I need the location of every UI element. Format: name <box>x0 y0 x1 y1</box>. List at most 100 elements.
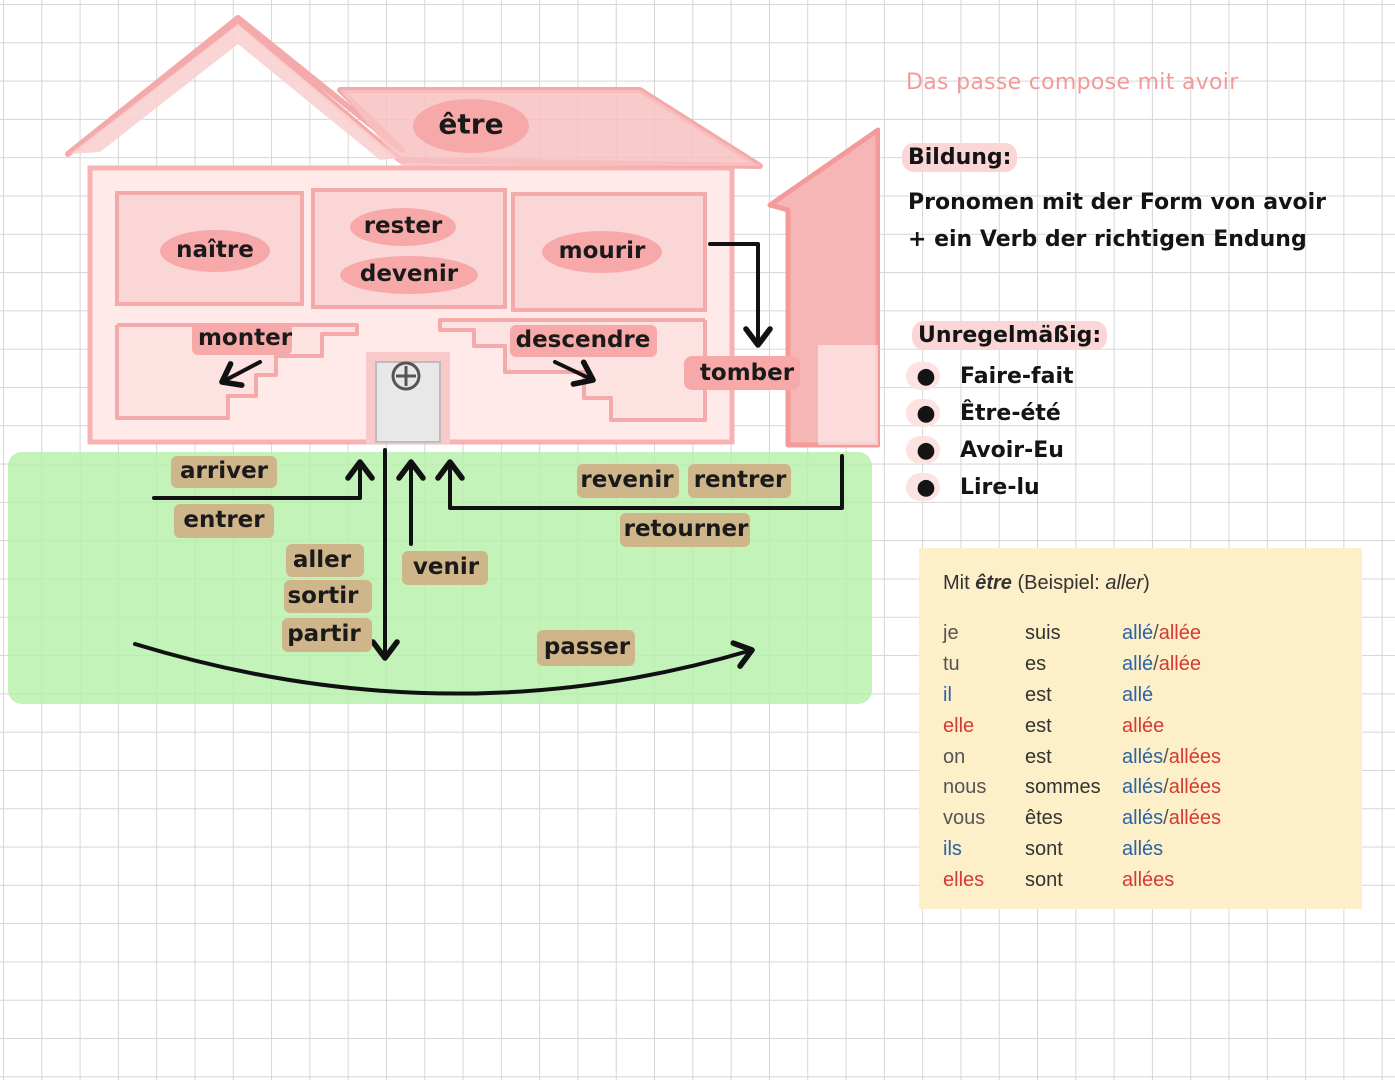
participle-cell: allés/allées <box>1122 803 1221 834</box>
label-bg-naitre <box>160 230 270 272</box>
participle-form: / <box>1153 621 1159 644</box>
room-naitre <box>115 191 304 306</box>
participle-cell: allées <box>1122 865 1221 896</box>
label-revenir: revenir <box>580 467 674 493</box>
label-bg-devenir <box>340 256 478 294</box>
list-item: ● Avoir-Eu <box>906 432 1074 469</box>
arrows <box>133 242 844 696</box>
arrow-passer <box>133 640 755 696</box>
pronoun-cell: ils <box>943 838 962 861</box>
label-devenir: devenir <box>360 261 459 287</box>
participle-cell: allé/allée <box>1122 618 1221 649</box>
table-row: elle est allée <box>943 711 1221 742</box>
auxiliary-cell: sont <box>1025 869 1063 892</box>
door <box>375 361 441 443</box>
participle-form: / <box>1163 745 1169 768</box>
participle-form: allé <box>1122 652 1154 675</box>
unregelmaessig-heading-text: Unregelmäßig: <box>912 321 1108 350</box>
title-example: aller <box>1105 572 1144 594</box>
participle-form: allé <box>1122 683 1154 706</box>
participle-form: allées <box>1168 776 1221 799</box>
participle-form: allés <box>1122 838 1164 861</box>
door-knob-cross <box>396 366 416 386</box>
label-bg-sortir <box>284 580 372 613</box>
title-verb: être <box>975 572 1012 594</box>
participle-form: / <box>1163 807 1169 830</box>
pronoun-cell: tu <box>943 652 960 675</box>
auxiliary-cell: suis <box>1025 621 1061 644</box>
label-venir: venir <box>413 554 480 580</box>
bildung-heading: Bildung: <box>902 143 1018 172</box>
participle-cell: allée <box>1122 711 1221 742</box>
door-knob-icon <box>391 361 421 391</box>
title-close: ) <box>1143 572 1150 594</box>
ground-labels: arriver entrer aller sortir partir venir… <box>171 456 791 666</box>
pink-labels: être naître rester devenir mourir monter… <box>160 99 800 390</box>
bullet-icon: ● <box>906 432 946 469</box>
label-arriver: arriver <box>180 458 269 484</box>
label-bg-etre <box>413 99 529 153</box>
label-etre: être <box>438 108 503 141</box>
label-naitre: naître <box>176 237 254 263</box>
participle-cell: allés <box>1122 834 1221 865</box>
label-bg-passer <box>537 630 635 666</box>
bildung-text: Pronomen mit der Form von avoir + ein Ve… <box>908 190 1326 252</box>
auxiliary-cell: sommes <box>1025 776 1101 799</box>
unregelmaessig-heading: Unregelmäßig: <box>912 321 1108 350</box>
participle-form: allés <box>1122 807 1164 830</box>
bullet-icon: ● <box>906 395 946 432</box>
label-bg-descendre <box>510 325 657 357</box>
participle-form: / <box>1163 776 1169 799</box>
pronoun-cell: vous <box>943 807 986 830</box>
irregular-list: ●Faire-fait ●Être-été ●Avoir-Eu ●Lire-lu <box>906 358 1074 506</box>
label-passer: passer <box>544 634 631 660</box>
arrow-descendre <box>553 359 596 387</box>
title-suffix: (Beispiel: <box>1017 572 1100 594</box>
bildung-heading-text: Bildung: <box>902 143 1018 172</box>
pronoun-cell: on <box>943 745 966 768</box>
auxiliary-cell: est <box>1025 745 1052 768</box>
label-bg-rester <box>350 208 456 246</box>
arrow-revenir <box>435 454 844 510</box>
pronoun-cell: elle <box>943 714 975 737</box>
label-retourner: retourner <box>624 516 749 542</box>
table-row: je suis allé/allée <box>943 618 1221 649</box>
label-bg-retourner <box>620 513 750 547</box>
participle-form: allée <box>1158 652 1201 675</box>
pronoun-cell: je <box>943 621 959 644</box>
etre-house-diagram: être naître rester devenir mourir monter… <box>8 15 880 704</box>
label-bg-tomber <box>684 356 800 390</box>
participle-cell: allé <box>1122 680 1221 711</box>
arrow-arriver-entrer <box>152 459 375 500</box>
pronoun-cell: il <box>943 683 952 706</box>
auxiliary-cell: est <box>1025 714 1052 737</box>
label-rentrer: rentrer <box>694 467 787 493</box>
list-item: ●Lire-lu <box>906 469 1074 506</box>
arrow-mourir-tomber <box>708 242 773 348</box>
participle-cell: allé/allée <box>1122 649 1221 680</box>
label-aller: aller <box>293 547 352 573</box>
auxiliary-cell: est <box>1025 683 1052 706</box>
label-entrer: entrer <box>183 507 265 533</box>
table-row: il est allé <box>943 680 1221 711</box>
notes-title: Das passe compose mit avoir <box>906 70 1239 95</box>
participle-form: / <box>1153 652 1159 675</box>
arrow-monter <box>219 360 262 388</box>
irregular-item: Être-été <box>960 401 1061 426</box>
irregular-item: Lire-lu <box>960 475 1040 500</box>
auxiliary-cell: êtes <box>1025 807 1063 830</box>
participle-cell: allés/allées <box>1122 772 1221 803</box>
participle-form: allés <box>1122 745 1164 768</box>
participle-form: allées <box>1168 807 1221 830</box>
label-bg-partir <box>282 618 372 652</box>
label-bg-entrer <box>174 504 274 538</box>
label-bg-monter <box>192 323 292 355</box>
participle-cell: allés/allées <box>1122 742 1221 773</box>
irregular-item: Avoir-Eu <box>960 438 1064 463</box>
title-prefix: Mit <box>943 572 970 594</box>
table-row: vous êtes allés/allées <box>943 803 1221 834</box>
table-row: on est allés/allées <box>943 742 1221 773</box>
